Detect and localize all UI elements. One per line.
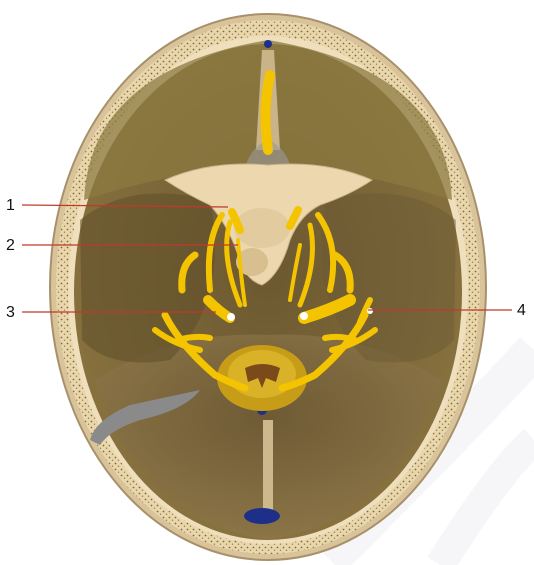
brainstem: [217, 345, 307, 411]
olfactory-tract: [265, 75, 270, 150]
label-3: 3: [6, 304, 15, 321]
label-2: 2: [6, 237, 15, 254]
label-4: 4: [517, 302, 526, 319]
label-1: 1: [6, 197, 15, 214]
